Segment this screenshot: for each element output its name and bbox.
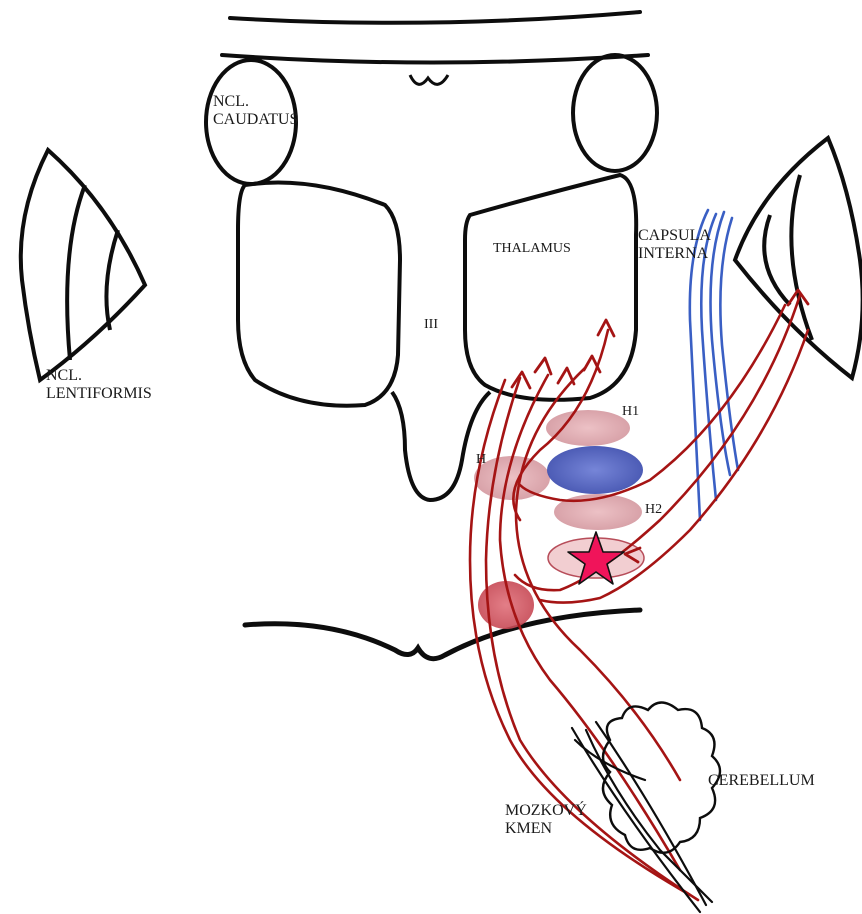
brainstem — [572, 722, 712, 912]
label-ncl-lentiformis: NCL. LENTIFORMIS — [46, 367, 152, 404]
label-h2: H2 — [645, 502, 662, 518]
label-capsula-interna-line1: CAPSULA — [638, 227, 711, 245]
label-cerebellum: CEREBELLUM — [708, 772, 815, 790]
right-lentiform-nucleus — [735, 138, 862, 378]
subthalamic-nucleus-blue — [547, 446, 643, 494]
cerebellum — [603, 703, 720, 853]
label-ncl-lentiformis-line1: NCL. — [46, 367, 152, 385]
corpus-callosum-lines — [222, 12, 648, 63]
label-ncl-caudatus-line1: NCL. — [213, 93, 298, 111]
label-mozkovy-kmen-line1: MOZKOVÝ — [505, 802, 587, 820]
left-thalamus — [238, 183, 400, 406]
label-mozkovy-kmen-line2: KMEN — [505, 820, 587, 838]
label-h1: H1 — [622, 404, 639, 420]
label-h: H — [476, 452, 486, 468]
label-mozkovy-kmen: MOZKOVÝ KMEN — [505, 802, 587, 839]
label-capsula-interna: CAPSULA INTERNA — [638, 227, 711, 264]
h1-field — [546, 410, 630, 446]
label-third-ventricle: III — [424, 317, 438, 333]
fornix — [410, 75, 448, 84]
label-ncl-caudatus-line2: CAUDATUS — [213, 111, 298, 129]
label-thalamus: THALAMUS — [493, 241, 571, 257]
label-ncl-caudatus: NCL. CAUDATUS — [213, 93, 298, 130]
label-capsula-interna-line2: INTERNA — [638, 245, 711, 263]
right-caudate-nucleus — [573, 55, 657, 171]
left-lentiform-nucleus — [21, 150, 145, 380]
label-ncl-lentiformis-line2: LENTIFORMIS — [46, 385, 152, 403]
right-thalamus — [465, 175, 636, 400]
